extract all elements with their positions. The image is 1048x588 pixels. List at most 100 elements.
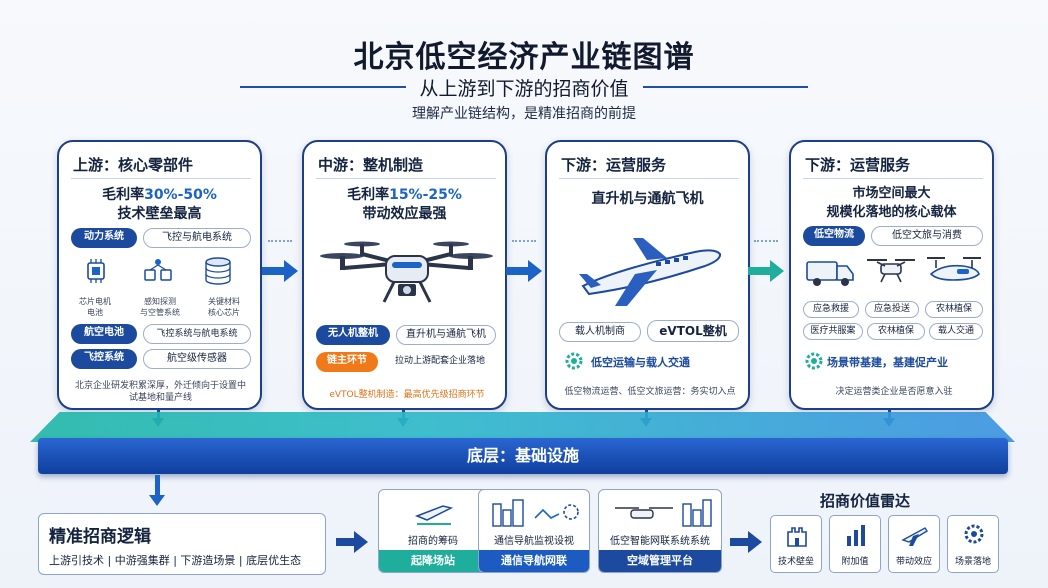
scenario-tag: 载人交通 [929, 323, 983, 340]
headline: 市场空间最大 规模化落地的核心载体 [791, 184, 992, 222]
card-downstream-2: 下游：运营服务 市场空间最大 规模化落地的核心载体 低空物流 低空文旅与消费 应… [789, 140, 994, 410]
logic-box: 精准招商逻辑 上游引技术 | 中游强集群 | 下游造场景 | 底层优生态 [38, 513, 326, 575]
airspace-icon [615, 499, 712, 527]
icon-label: 芯片电机 电池 [79, 297, 111, 317]
pill-tag: 飞控与航电系统 [143, 228, 251, 248]
card-title: 中游：整机制造 [318, 156, 424, 174]
card-upstream: 上游：核心零部件 毛利率30%-50% 技术壁垒最高 动力系统 飞控与航电系统 … [57, 140, 262, 410]
radar-item-drive: 带动效应 [888, 515, 940, 573]
pill-tag: 低空物流 [803, 226, 865, 246]
castle-icon [787, 527, 807, 547]
divider [803, 178, 983, 179]
gear-icon [565, 352, 583, 370]
headline-line2: 规模化落地的核心载体 [826, 205, 957, 220]
pill-tag: 低空文旅与消费 [871, 226, 983, 246]
arrow-right-icon [748, 260, 784, 282]
pill-tag: 航空电池 [71, 324, 137, 344]
headline-line1: 市场空间最大 [852, 186, 931, 201]
card-note: 低空物流运营、低空文旅运营：务实切入点 [564, 387, 736, 397]
platform-label: 底层：基础设施 [466, 446, 579, 465]
infra-bar: 通信导航网联 [479, 550, 589, 572]
radar-label: 技术壁垒 [777, 557, 814, 567]
small-drone-icon [867, 259, 915, 283]
headline-line2: 带动效应最强 [362, 206, 447, 222]
highlight-line: 场景带基建，基建促产业 [827, 356, 948, 369]
radar-item-tech: 技术壁垒 [770, 515, 822, 573]
subtitle-row: 从上游到下游的招商价值 [240, 74, 809, 100]
evtol-icon [927, 257, 981, 281]
card-title: 上游：核心零部件 [73, 156, 194, 174]
truck-icon [806, 261, 854, 286]
landing-drone-icon [414, 505, 454, 525]
pill-tag: 拉动上游配套企业落地 [382, 352, 498, 372]
headline-prefix: 毛利率 [102, 187, 145, 203]
infra-label: 低空智能网联系统系统 [610, 536, 710, 547]
drone-icon [320, 241, 493, 303]
card-note: 决定运营类企业是否愿意入驻 [835, 387, 953, 397]
page-tagline: 理解产业链结构，是精准招商的前提 [412, 106, 636, 122]
page-subtitle: 从上游到下游的招商价值 [419, 77, 629, 100]
dotted-connector [512, 240, 536, 242]
scenario-tag: 医疗共服案 [803, 323, 863, 340]
pill-tag: eVTOL整机 [647, 320, 739, 342]
headline-line2: 技术壁垒最高 [117, 206, 202, 222]
headline-accent: 15%-25% [389, 187, 462, 203]
radar-item-scenario: 场景落地 [947, 515, 999, 573]
divider [316, 178, 496, 179]
arrow-right-icon [730, 531, 762, 553]
headline: 直升机与通航飞机 [591, 191, 704, 207]
arrow-right-icon [336, 531, 368, 553]
battery-stack-icon [205, 257, 231, 285]
pill-tag: 航空级传感器 [143, 349, 251, 369]
card-note: 北京企业研发积累深厚，外迁倾向于设置中试基地和量产线 [74, 381, 246, 403]
arrow-right-icon [262, 260, 298, 282]
divider [642, 86, 809, 88]
radar-title: 招商价值雷达 [820, 492, 911, 510]
headline: 毛利率15%-25% 带动效应最强 [304, 186, 505, 224]
pill-tag: 无人机整机 [316, 325, 390, 345]
arrow-down-icon [149, 495, 165, 506]
radar-label: 附加值 [841, 557, 869, 567]
scenario-tag: 农林植保 [925, 301, 983, 318]
card-note: eVTOL整机制造：最高优先级招商环节 [329, 390, 485, 400]
infra-card-airspace: 低空智能网联系统系统 空域管理平台 [598, 489, 722, 573]
page-title: 北京低空经济产业链图谱 [353, 40, 695, 75]
scenario-tag: 应急救援 [803, 301, 859, 318]
city-comm-icon [492, 499, 579, 527]
card-title: 下游：运营服务 [561, 156, 667, 174]
pill-tag: 飞控系统与航电系统 [143, 324, 251, 344]
divider [71, 178, 251, 179]
arrow-right-icon [506, 260, 542, 282]
scenario-tag: 应急投送 [865, 301, 919, 318]
infra-bar: 空域管理平台 [599, 550, 721, 572]
infra-label: 招商的筹码 [408, 536, 458, 547]
infra-card-comm: 通信导航监视设视 通信导航网联 [478, 489, 590, 573]
dotted-connector [268, 240, 292, 242]
radar-label: 带动效应 [895, 557, 932, 567]
infrastructure-platform: 底层：基础设施 [38, 438, 1008, 474]
headline-prefix: 毛利率 [347, 187, 390, 203]
divider [240, 86, 406, 88]
airplane-icon [579, 238, 722, 306]
infra-card-landing: 招商的筹码 起降场站 [378, 489, 488, 573]
icon-label: 感知探测 与空管系统 [140, 297, 180, 317]
scenario-tag: 农林植保 [867, 323, 925, 340]
pill-tag: 链主环节 [316, 352, 378, 372]
logic-summary: 上游引技术 | 中游强集群 | 下游造场景 | 底层优生态 [49, 554, 302, 567]
chip-icon [87, 259, 105, 283]
pill-tag: 载人机制商 [559, 322, 641, 342]
connector-stem [155, 475, 160, 497]
pill-tag: 动力系统 [71, 228, 137, 248]
gear-icon [964, 524, 984, 544]
headline-accent: 30%-50% [144, 187, 217, 203]
logic-title: 精准招商逻辑 [49, 527, 151, 547]
pill-tag: 直升机与通航飞机 [396, 325, 496, 345]
pill-tag: 飞控系统 [71, 349, 137, 369]
highlight-line: 低空运输与载人交通 [591, 356, 690, 369]
dotted-connector [754, 240, 778, 242]
infra-label: 通信导航监视设视 [494, 536, 574, 547]
bar-chart-icon [847, 525, 865, 546]
icon-label: 关键材料 核心芯片 [208, 297, 240, 317]
plane-icon [901, 527, 928, 546]
card-midstream: 中游：整机制造 毛利率15%-25% 带动效应最强 无人机整机 直升机与通航飞机… [302, 140, 507, 410]
